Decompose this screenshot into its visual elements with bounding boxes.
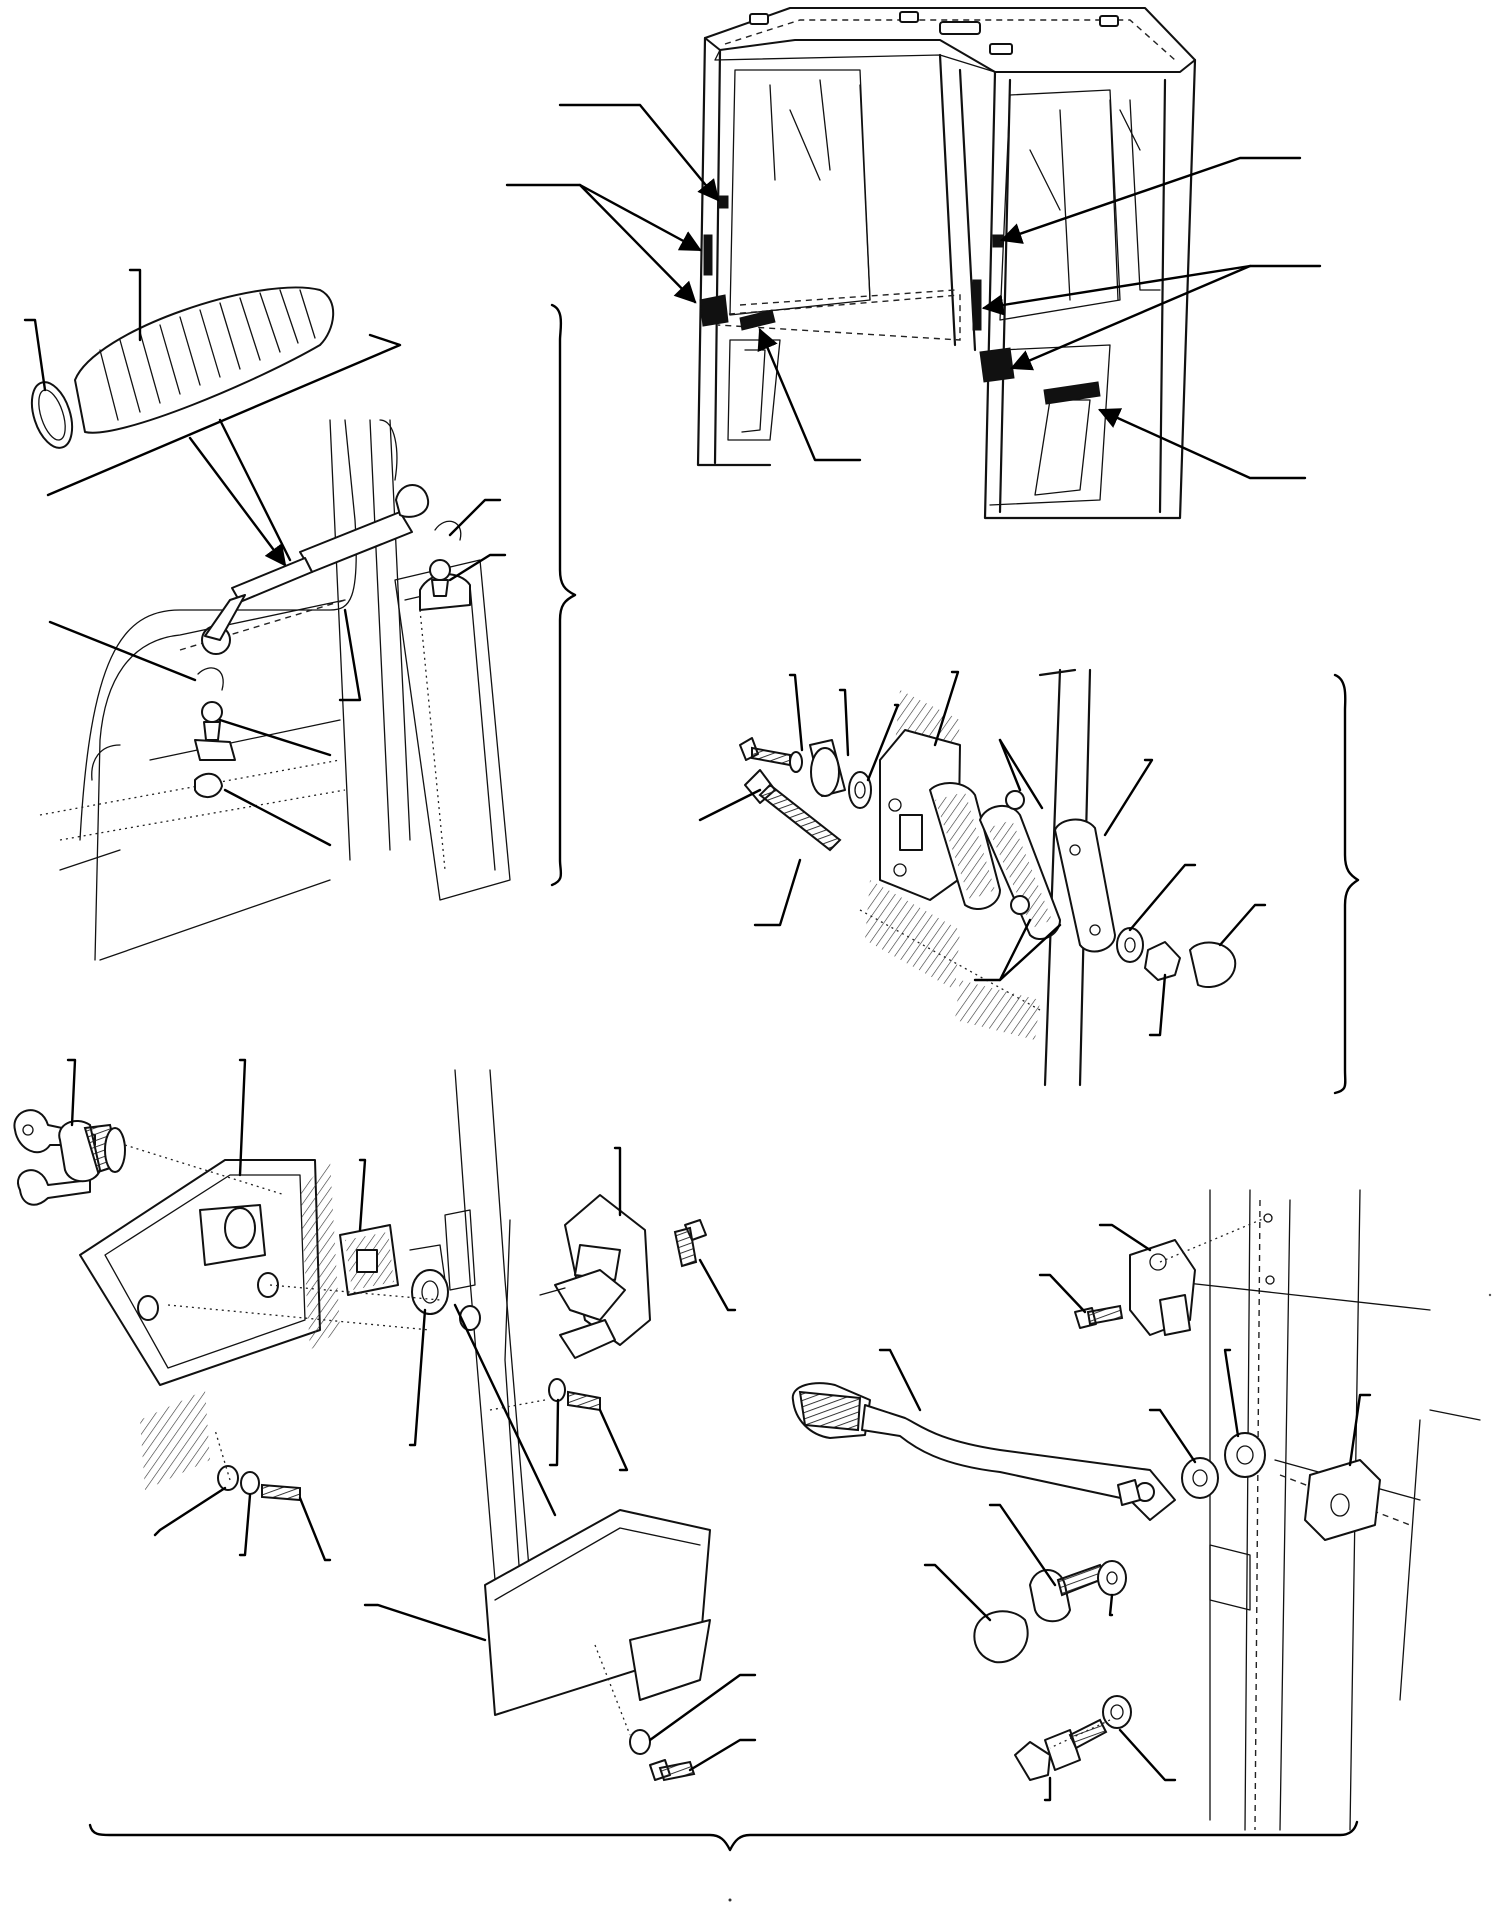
door-handle-assembly (791, 1189, 1481, 1831)
gas-strut-assembly (23, 268, 577, 961)
page-mark (728, 1898, 732, 1902)
hinge-stop-assembly (698, 668, 1360, 1095)
lock-assembly (13, 1058, 757, 1782)
bottom-group-brace (88, 1820, 1359, 1852)
cab-assembly (505, 7, 1322, 520)
edge-mark (1488, 1293, 1492, 1297)
